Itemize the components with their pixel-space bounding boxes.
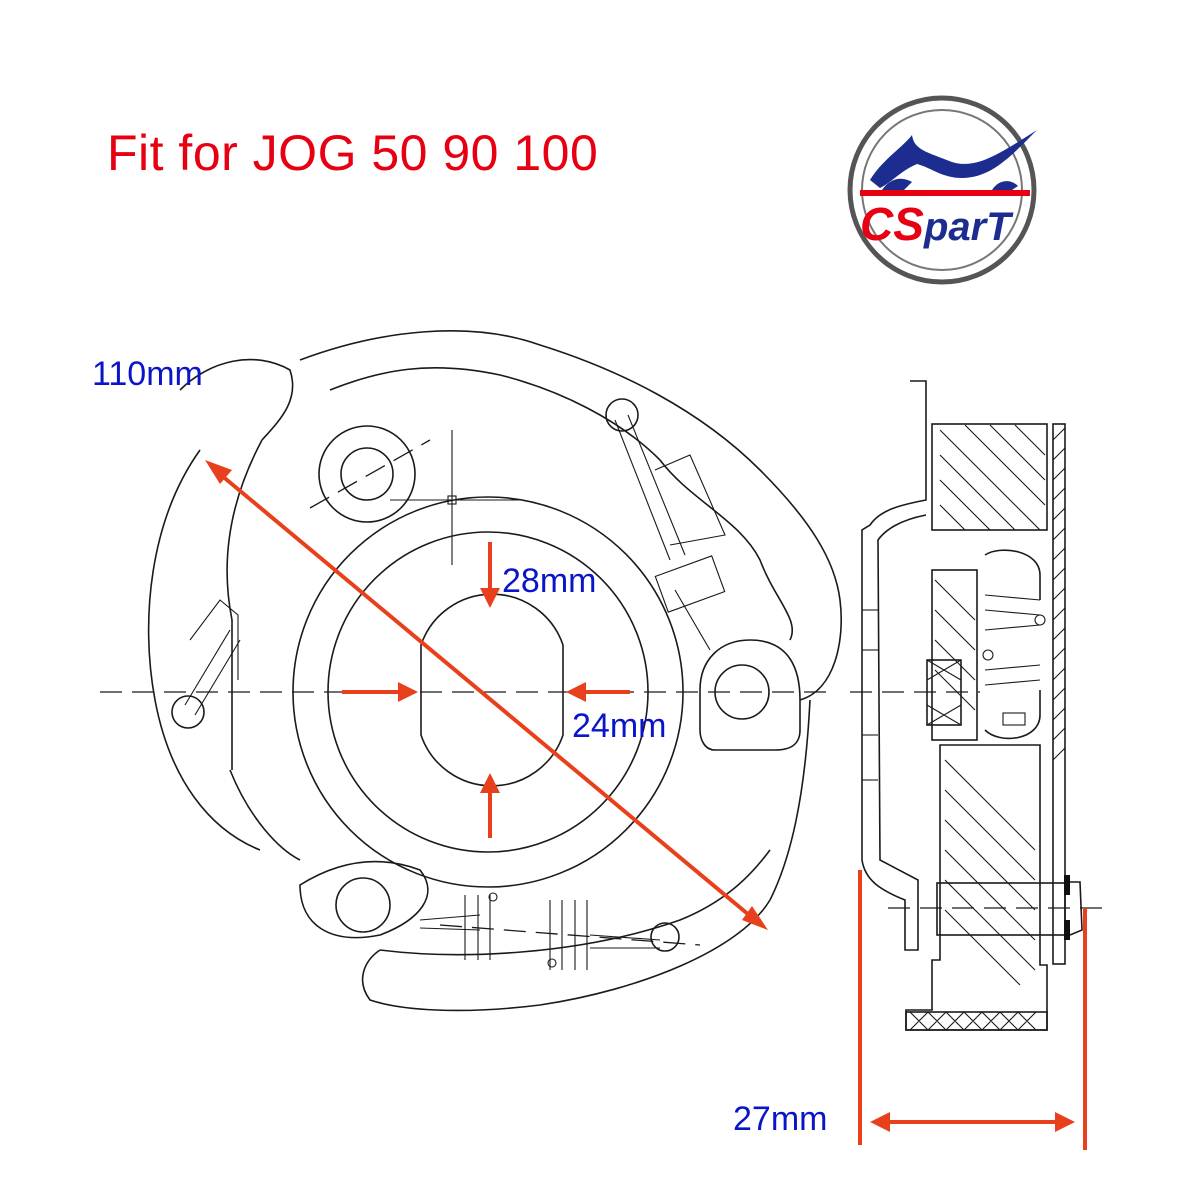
arrowhead-icon [742, 906, 768, 930]
thickness-label: 27mm [733, 1100, 828, 1138]
clutch-front-view [100, 330, 843, 1012]
bore-width-label: 24mm [572, 707, 667, 745]
arrowhead-icon [205, 460, 232, 484]
svg-text:CS: CS [860, 198, 924, 250]
cspart-logo: CS parT [842, 90, 1042, 290]
product-fit-title: Fit for JOG 50 90 100 [107, 125, 599, 181]
dimension-markers [205, 460, 1087, 1150]
svg-text:parT: parT [923, 205, 1014, 249]
outer-diameter-label: 110mm [92, 355, 203, 393]
motorbike-swoosh-icon [870, 130, 1037, 188]
clutch-side-section-view [850, 380, 1112, 1031]
bore-height-label: 28mm [502, 562, 597, 600]
